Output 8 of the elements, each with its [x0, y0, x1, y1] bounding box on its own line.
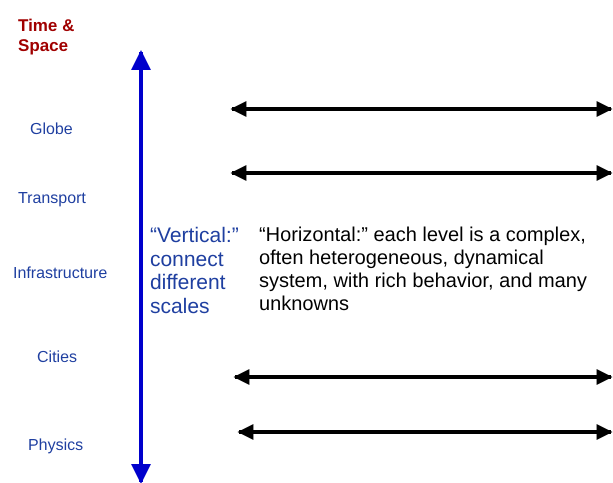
axis-title: Time & Space	[18, 16, 76, 56]
level-label: Globe	[30, 121, 73, 140]
annotation-text: “Vertical:” connect different scales	[150, 224, 240, 318]
level-label: Transport	[18, 190, 86, 208]
annotation-text: “Horizontal:” each level is a complex, often heterogeneous, dynamical system, with rich behavior, and many unknowns	[259, 224, 588, 316]
level-label: Physics	[28, 437, 84, 456]
level-label: Cities	[37, 349, 78, 368]
level-label: Infrastructure	[13, 265, 108, 284]
